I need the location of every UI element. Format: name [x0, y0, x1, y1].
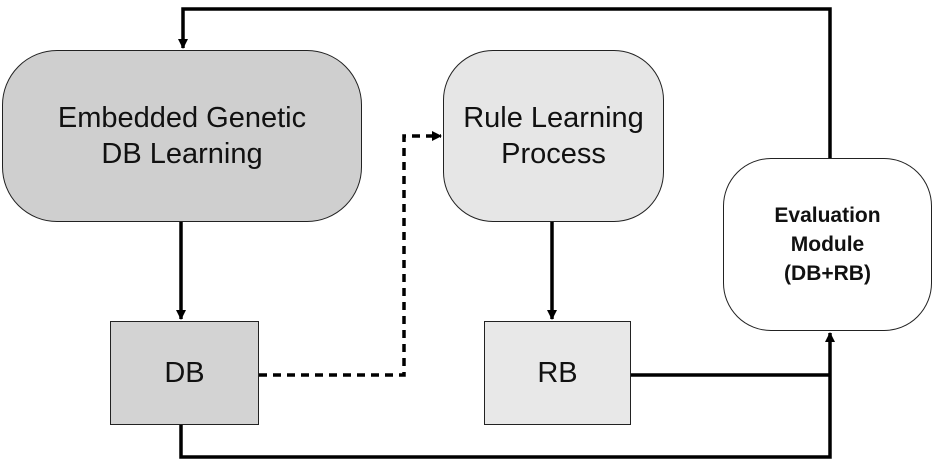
db-node: DB [110, 321, 259, 425]
evaluation-module-node: Evaluation Module (DB+RB) [723, 158, 932, 331]
feedback-arrow [178, 7, 832, 158]
rule-node-line2: Process [501, 138, 606, 170]
evaluation-node-line1: Evaluation [774, 204, 881, 227]
evaluation-node-line3: (DB+RB) [784, 262, 871, 285]
db-node-label: DB [164, 356, 205, 389]
evaluation-node-line2: Module [790, 233, 865, 256]
embedded-node-line1: Embedded Genetic [57, 102, 307, 134]
rule-node-line1: Rule Learning [463, 102, 644, 134]
db-to-rule-dashed-arrow [259, 131, 442, 377]
embedded-genetic-db-learning-node: Embedded Genetic DB Learning [2, 50, 362, 222]
db-to-evaluation-arrow [179, 332, 835, 459]
rb-node: RB [484, 321, 631, 425]
rb-node-label: RB [537, 356, 578, 389]
embedded-node-line2: DB Learning [101, 138, 263, 170]
rule-learning-process-node: Rule Learning Process [443, 50, 664, 222]
